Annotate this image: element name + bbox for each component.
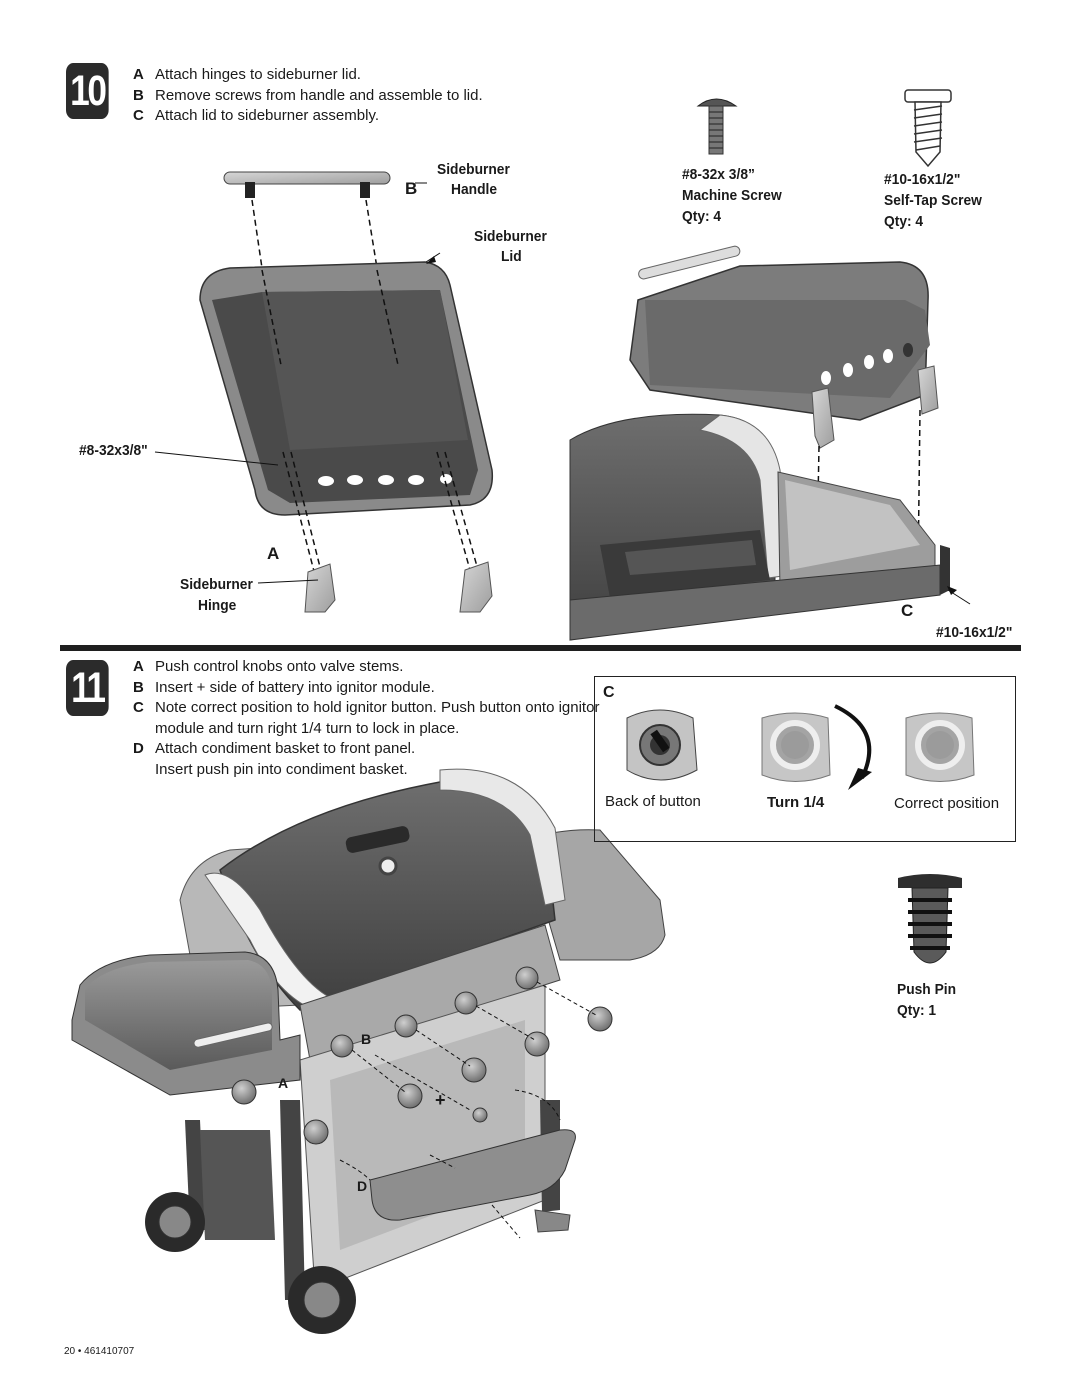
battery-plus-sign: + xyxy=(435,1090,446,1110)
caption-turn: Turn 1/4 xyxy=(767,794,825,811)
grill-callout-a: A xyxy=(278,1075,289,1091)
machine-screw-name: #8-32x 3/8” xyxy=(682,166,755,183)
grill-drawing xyxy=(71,768,666,1334)
sideburner-hinge-label-line1: Sideburner xyxy=(180,576,253,593)
sideburner-handle-label-line2: Handle xyxy=(451,181,498,198)
sideburner-handle-label-line1: Sideburner xyxy=(437,161,510,178)
machine-screw-qty: Qty: 4 xyxy=(682,208,722,225)
callout-b: B xyxy=(405,179,418,198)
machine-screw-icon xyxy=(696,98,738,155)
caption-back-of-button: Back of button xyxy=(605,793,701,810)
sideburner-lid-label-line2: Lid xyxy=(501,248,522,265)
sideburner-hinges-drawing xyxy=(154,451,493,613)
sideburner-hinge-label-line2: Hinge xyxy=(198,597,237,614)
sideburner-lid-drawing xyxy=(199,252,494,516)
machine-screw-callout-label: #8-32x3/8" xyxy=(79,442,148,459)
grill-callout-b: B xyxy=(361,1031,372,1047)
push-pin-qty: Qty: 1 xyxy=(897,1002,937,1019)
detail-c-box xyxy=(594,676,1016,842)
self-tap-screw-type: Self-Tap Screw xyxy=(884,192,982,209)
button-turn-icon xyxy=(761,712,831,782)
push-pin-name: Push Pin xyxy=(897,981,957,998)
self-tap-screw-name: #10-16x1/2" xyxy=(884,171,961,188)
callout-a: A xyxy=(267,544,280,563)
callout-c: C xyxy=(901,601,914,620)
step-10-badge: 10 xyxy=(66,63,109,119)
instruction-c-cont: module and turn right 1/4 turn to lock i… xyxy=(155,719,460,737)
self-tap-screw-qty: Qty: 4 xyxy=(884,213,924,230)
button-back-icon xyxy=(626,709,698,781)
sideburner-assembly-drawing xyxy=(569,245,971,641)
sideburner-handle-drawing xyxy=(223,171,427,269)
sideburner-lid-label-line1: Sideburner xyxy=(474,228,547,245)
grill-callout-d: D xyxy=(357,1178,368,1194)
instruction-d-cont: Insert push pin into condiment basket. xyxy=(155,760,408,778)
self-tap-screw-icon xyxy=(904,89,952,168)
self-tap-screw-callout-label: #10-16x1/2" xyxy=(936,624,1013,641)
machine-screw-type: Machine Screw xyxy=(682,187,782,204)
step-11-badge: 11 xyxy=(66,660,109,716)
turn-arrow-icon xyxy=(834,704,872,790)
caption-correct-position: Correct position xyxy=(894,795,1000,812)
push-pin-icon xyxy=(898,874,962,964)
detail-c-label: C xyxy=(603,684,615,701)
page-footer: 20 • 461410707 xyxy=(64,1346,135,1357)
button-correct-position-icon xyxy=(905,712,975,782)
step-divider xyxy=(60,645,1021,651)
